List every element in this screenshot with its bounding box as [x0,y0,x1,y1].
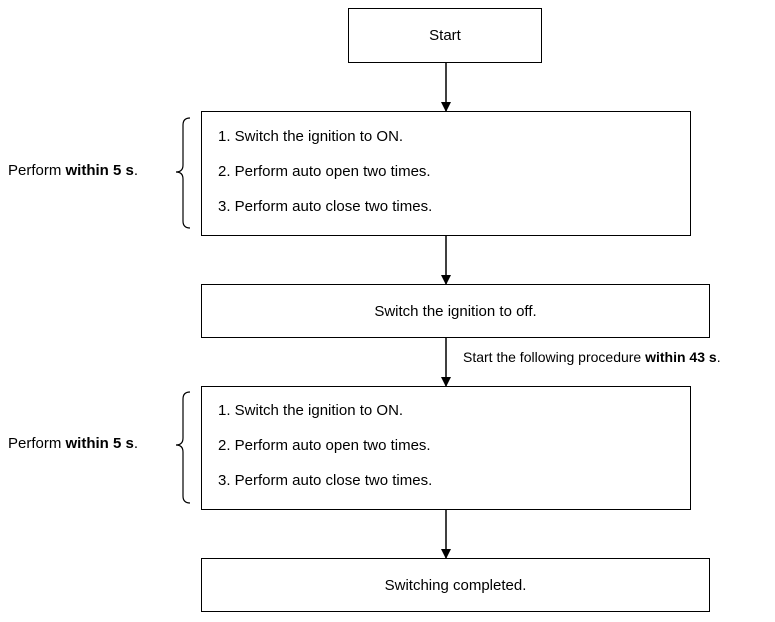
transition-note-suffix: . [716,349,721,365]
side-note-2: Perform within 5 s. [8,435,138,452]
transition-note: Start the following procedure within 43 … [463,349,721,365]
ignition-off-box: Switch the ignition to off. [201,284,710,338]
side-note-1: Perform within 5 s. [8,162,138,179]
brace-group1 [175,117,191,229]
step-2-1: 1. Switch the ignition to ON. [218,402,404,419]
completed-box: Switching completed. [201,558,710,612]
side-note-2-bold: within 5 s [65,435,134,452]
start-label: Start [429,27,461,44]
start-box: Start [348,8,542,63]
step-1-3: 3. Perform auto close two times. [218,198,433,215]
transition-note-prefix: Start the following procedure [463,349,646,365]
side-note-1-prefix: Perform [8,162,66,179]
step-1-2: 2. Perform auto open two times. [218,163,431,180]
transition-note-bold: within 43 s [645,349,717,365]
side-note-1-bold: within 5 s [65,162,134,179]
completed-label: Switching completed. [384,576,527,594]
brace-group2 [175,391,191,504]
side-note-1-suffix: . [133,162,139,179]
step-2-3: 3. Perform auto close two times. [218,472,433,489]
side-note-2-suffix: . [133,435,139,452]
step-2-2: 2. Perform auto open two times. [218,437,431,454]
step-1-1: 1. Switch the ignition to ON. [218,128,404,145]
side-note-2-prefix: Perform [8,435,66,452]
step-group-1: 1. Switch the ignition to ON. 2. Perform… [201,111,691,236]
step-group-2: 1. Switch the ignition to ON. 2. Perform… [201,386,691,510]
ignition-off-label: Switch the ignition to off. [374,302,537,320]
